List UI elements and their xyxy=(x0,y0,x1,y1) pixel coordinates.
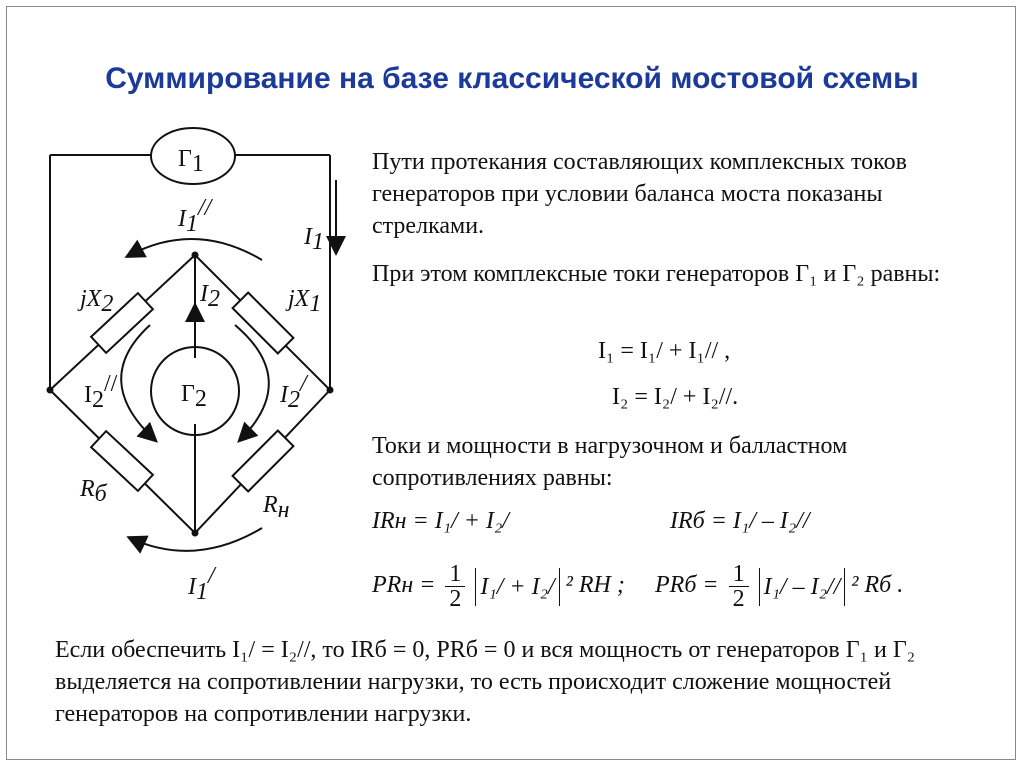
node-top xyxy=(191,251,199,259)
equation-prb-fraction: 1 2 xyxy=(728,562,749,612)
arrow-i2dd xyxy=(120,324,158,443)
paragraph-current-paths: Пути протекания составляющих комплексных… xyxy=(372,149,907,239)
equation-prn-denominator: 2 xyxy=(449,586,462,612)
equation-i2: I₂ = I₂/ + I₂//. xyxy=(612,384,739,410)
slide-frame xyxy=(6,6,1016,760)
resistor-jx2 xyxy=(89,291,155,355)
equation-prn-numerator: 1 xyxy=(445,562,466,587)
label-jx2: jX2 xyxy=(77,286,113,317)
equation-i1: I₁ = I₁/ + I₁// , xyxy=(598,338,731,364)
label-i2: I2 xyxy=(199,281,220,312)
label-i1dd: I1// xyxy=(177,195,214,237)
equation-prb-numerator: 1 xyxy=(728,562,749,587)
equation-prb: PRб = 1 2 I₁/ – I₂// ² Rб . xyxy=(655,562,903,611)
label-rn: Rн xyxy=(262,492,290,523)
node-right xyxy=(326,386,334,394)
label-g2: Г2 xyxy=(181,381,207,412)
equation-prb-abs: I₁/ – I₂// xyxy=(758,567,846,606)
label-g1: Г1 xyxy=(178,146,204,177)
arrow-i1dd xyxy=(124,237,263,261)
equation-prn-fraction: 1 2 xyxy=(445,562,466,612)
generator-g2-circle xyxy=(150,346,240,436)
equation-prn: PRн = 1 2 I₁/ + I₂/ ² RН ; xyxy=(372,562,625,611)
equation-prb-lhs: PRб = xyxy=(655,572,719,599)
resistor-rn xyxy=(231,429,295,493)
equation-prn-tail: ² RН ; xyxy=(565,572,625,599)
label-jx1: jX1 xyxy=(285,286,321,317)
equation-irb: IRб = I₁/ – I₂// xyxy=(670,508,810,534)
label-i2dd: I2// xyxy=(84,371,118,413)
slide-title: Суммирование на базе классической мостов… xyxy=(105,62,919,95)
resistor-jx1 xyxy=(231,291,295,355)
resistor-rb xyxy=(89,429,155,493)
equation-prn-abs: I₁/ + I₂/ xyxy=(475,567,560,606)
node-left xyxy=(46,386,54,394)
label-rb: Rб xyxy=(79,476,108,507)
paragraph-conclusion: Если обеспечить I₁/ = I₂//, то IRб = 0, … xyxy=(55,637,916,727)
generator-g1-circle xyxy=(150,127,236,185)
arrow-i1d xyxy=(126,527,263,554)
label-i1d: I1/ xyxy=(187,563,217,605)
equation-irn: IRн = I₁/ + I₂/ xyxy=(372,508,509,534)
paragraph-load-currents: Токи и мощности в нагрузочном и балластн… xyxy=(372,433,848,491)
equation-prb-denominator: 2 xyxy=(732,586,745,612)
arrow-i2d xyxy=(234,324,270,443)
paragraph-generator-currents: При этом комплексные токи генераторов Г₁… xyxy=(372,261,941,287)
equation-prb-tail: ² Rб . xyxy=(851,572,904,599)
bridge-circuit-diagram: Г1 Г2 I1// I1 I2 jX2 jX1 I2// I2/ Rб Rн … xyxy=(46,127,346,605)
equation-prn-lhs: PRн = xyxy=(372,572,436,599)
label-i2d: I2/ xyxy=(279,371,309,413)
label-i1: I1 xyxy=(303,224,324,255)
node-bottom xyxy=(191,529,199,537)
